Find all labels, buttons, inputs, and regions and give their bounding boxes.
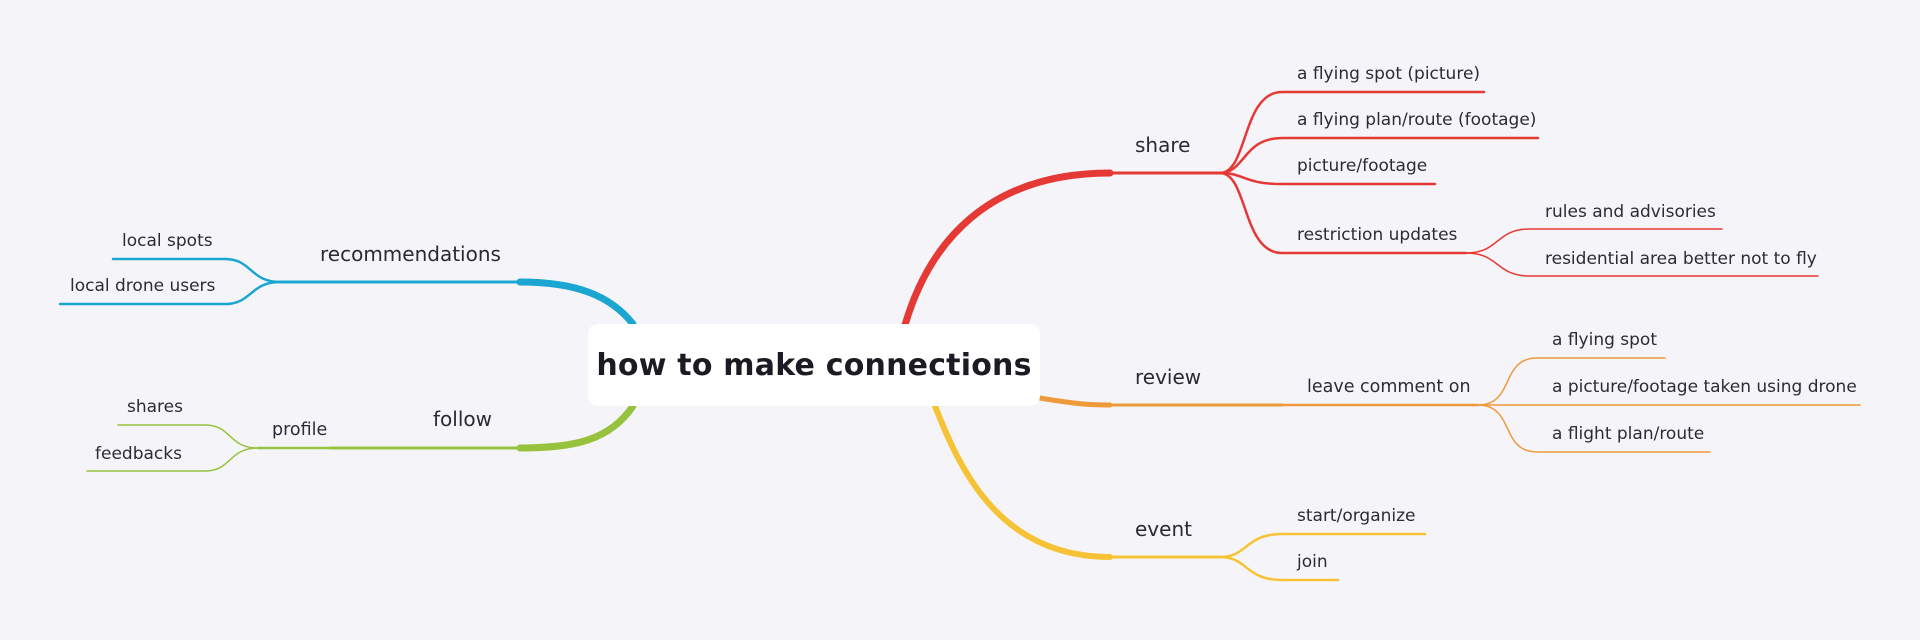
topic-share[interactable]: share — [1135, 133, 1191, 157]
topic-share-restriction-updates[interactable]: restriction updates — [1297, 225, 1458, 245]
topic-profile[interactable]: profile — [272, 420, 328, 440]
link-share-restriction — [1218, 171, 1468, 255]
link-comment-flying-spot — [1477, 357, 1666, 406]
topic-rules-advisories[interactable]: rules and advisories — [1545, 202, 1716, 222]
link-share-flying-plan — [1218, 136, 1540, 175]
link-restriction-residential — [1465, 252, 1819, 277]
topic-leave-comment-on[interactable]: leave comment on — [1307, 377, 1471, 397]
topic-start-organize[interactable]: start/organize — [1297, 506, 1416, 526]
link-event-join — [1218, 555, 1340, 582]
link-comment-flight-plan — [1477, 404, 1711, 453]
topic-comment-picture-footage[interactable]: a picture/footage taken using drone — [1552, 377, 1857, 397]
root-topic[interactable]: how to make connections — [588, 324, 1040, 406]
topic-event[interactable]: event — [1135, 517, 1192, 541]
link-root-follow — [516, 402, 637, 452]
topic-local-spots[interactable]: local spots — [122, 231, 213, 251]
topic-residential-area[interactable]: residential area better not to fly — [1545, 249, 1817, 269]
link-recommendations-local-spots — [111, 257, 282, 284]
mindmap-connectors — [58, 90, 1861, 582]
topic-recommendations[interactable]: recommendations — [320, 242, 501, 266]
topic-shares[interactable]: shares — [127, 397, 183, 417]
topic-share-flying-spot[interactable]: a flying spot (picture) — [1297, 64, 1481, 84]
topic-comment-flying-spot[interactable]: a flying spot — [1552, 330, 1657, 350]
topic-comment-flight-plan[interactable]: a flight plan/route — [1552, 424, 1705, 444]
link-root-event — [932, 403, 1113, 560]
topic-follow[interactable]: follow — [433, 407, 492, 431]
link-profile-feedbacks — [86, 447, 259, 472]
link-root-review — [1037, 395, 1113, 408]
link-profile-shares — [117, 424, 259, 449]
link-event-start — [1218, 532, 1427, 559]
link-share-flying-spot — [1218, 90, 1486, 175]
link-root-recommendations — [516, 278, 637, 328]
topic-local-drone-users[interactable]: local drone users — [70, 276, 216, 296]
topic-join[interactable]: join — [1297, 552, 1328, 572]
link-recommendations-local-users — [58, 280, 282, 306]
link-share-picture-footage — [1218, 171, 1437, 186]
topic-review[interactable]: review — [1135, 365, 1202, 389]
topic-share-flying-plan[interactable]: a flying plan/route (footage) — [1297, 110, 1537, 130]
topic-feedbacks[interactable]: feedbacks — [95, 444, 182, 464]
link-root-share — [901, 169, 1114, 329]
link-restriction-rules — [1465, 228, 1723, 254]
topic-share-picture-footage[interactable]: picture/footage — [1297, 156, 1428, 176]
